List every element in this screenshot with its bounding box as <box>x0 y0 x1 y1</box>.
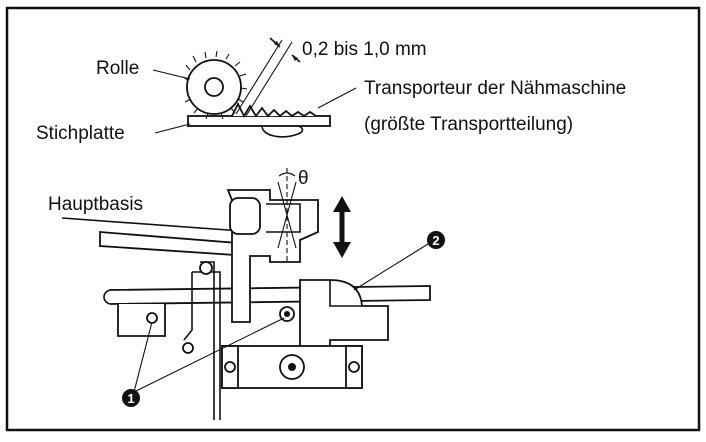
label-gap: 0,2 bis 1,0 mm <box>302 39 427 60</box>
label-theta: θ <box>298 168 309 189</box>
diagram-frame <box>5 6 701 432</box>
stichplatte-leader <box>154 123 191 134</box>
callout-1-leader-a <box>133 321 153 393</box>
left-bracket <box>117 304 166 337</box>
main-base-leader <box>61 217 256 233</box>
callout-1-leader-b <box>133 317 285 393</box>
screw-1a <box>146 312 158 324</box>
callout-2-number: 2 <box>432 233 439 248</box>
gap-gauge-line-1 <box>235 39 283 115</box>
main-base-plate <box>99 231 251 257</box>
cylinder <box>229 197 261 235</box>
label-stichplatte: Stichplatte <box>36 123 125 144</box>
label-transportteilung: (größte Transportteilung) <box>364 114 573 135</box>
callout-2-leader <box>353 243 429 291</box>
gap-gauge-line-2 <box>245 41 293 117</box>
feed-dog-lower <box>261 125 304 138</box>
feed-dog <box>231 101 317 138</box>
callout-2-badge: 2 <box>427 231 445 249</box>
theta-cross <box>277 181 297 249</box>
roller-gear <box>182 50 248 120</box>
callout-1-number: 1 <box>127 391 134 406</box>
horizontal-shaft <box>109 285 431 305</box>
arm-screw <box>199 261 213 275</box>
callout-1-badge: 1 <box>122 389 140 407</box>
right-block <box>299 279 389 351</box>
label-rolle: Rolle <box>96 58 139 79</box>
up-down-arrow-icon <box>333 196 351 258</box>
label-hauptbasis: Hauptbasis <box>48 194 143 215</box>
transporteur-leader <box>317 87 357 109</box>
throat-plate <box>187 115 331 127</box>
label-transporteur: Transporteur der Nähmaschine <box>364 78 626 99</box>
mechanism <box>61 168 431 420</box>
rolle-leader <box>152 69 191 80</box>
roller-detail <box>152 37 357 138</box>
